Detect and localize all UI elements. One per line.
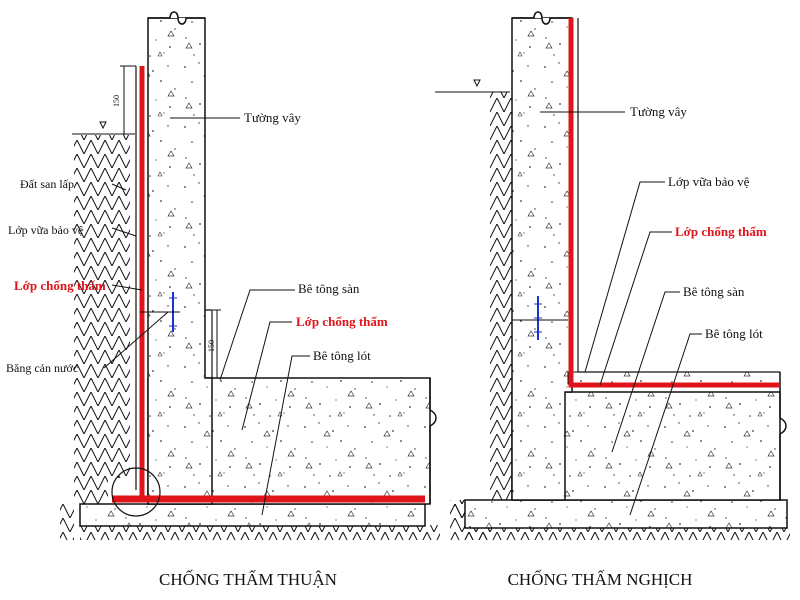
left-leader-slab: [219, 289, 295, 381]
left-lean-concrete: [79, 503, 426, 527]
right-label-mortar: Lớp vữa bảo vệ: [668, 174, 750, 189]
left-waterstop: [140, 292, 180, 332]
right-caption: CHỐNG THẤM NGHỊCH: [508, 570, 693, 589]
right-leader-membrane: [599, 231, 672, 386]
left-water-level-icon: [72, 121, 135, 135]
left-wall-break: [148, 11, 205, 25]
left-leader-mortar: [111, 227, 137, 237]
right-water-level-icon: [435, 79, 510, 93]
left-label-wall: Tường vây: [244, 110, 301, 125]
right-leader-lean: [629, 333, 702, 516]
left-dim-top-text: 150: [112, 95, 121, 107]
left-leader-backfill: [111, 183, 127, 191]
right-leader-slab: [611, 291, 680, 453]
right-label-lean: Bê tông lót: [705, 326, 763, 341]
left-dim-step: [213, 309, 221, 379]
left-label-membrane-right: Lớp chống thấm: [296, 314, 388, 329]
left-diagram: 150 150 Tường vây Đất san lấp Lớp vữa bả…: [6, 11, 440, 589]
right-leader-mortar: [584, 181, 665, 373]
left-dim-step-text: 150: [207, 340, 216, 352]
left-leader-lean: [261, 355, 310, 516]
right-label-slab: Bê tông sàn: [683, 284, 745, 299]
left-corner-detail: [111, 467, 161, 517]
left-label-slab: Bê tông sàn: [298, 281, 360, 296]
left-slab-break: [429, 378, 437, 504]
right-waterstop: [512, 296, 568, 340]
right-soil-hatch: [450, 92, 512, 540]
left-label-lean: Bê tông lót: [313, 348, 371, 363]
left-leader-membrane-right: [241, 321, 292, 431]
right-ground-hatch: [450, 500, 790, 540]
left-label-membrane: Lớp chống thấm: [14, 278, 106, 293]
right-diagram: Tường vây Lớp vữa bảo vệ Lớp chống thấm …: [435, 11, 790, 589]
left-label-backfill: Đất san lấp: [20, 177, 74, 191]
left-label-waterstop: Băng cản nước: [6, 361, 78, 375]
left-leader-membrane: [111, 284, 143, 291]
right-wall-break: [512, 11, 572, 25]
left-ground-hatch: [60, 504, 440, 540]
left-label-mortar: Lớp vữa bảo vệ: [8, 223, 83, 237]
left-caption: CHỐNG THẤM THUẬN: [159, 570, 337, 589]
right-wall: [511, 17, 573, 501]
right-lean-concrete: [464, 499, 788, 529]
left-soil-hatch: [60, 135, 130, 540]
left-wall: [147, 17, 213, 505]
right-mortar-line: [577, 18, 780, 373]
right-label-membrane: Lớp chống thấm: [675, 224, 767, 239]
right-slab-break: [779, 372, 787, 500]
right-label-wall: Tường vây: [630, 104, 687, 119]
right-membrane: [568, 18, 780, 388]
left-dim-top: [120, 65, 136, 135]
left-leader-waterstop: [103, 311, 169, 369]
left-slab-step: [205, 309, 213, 378]
